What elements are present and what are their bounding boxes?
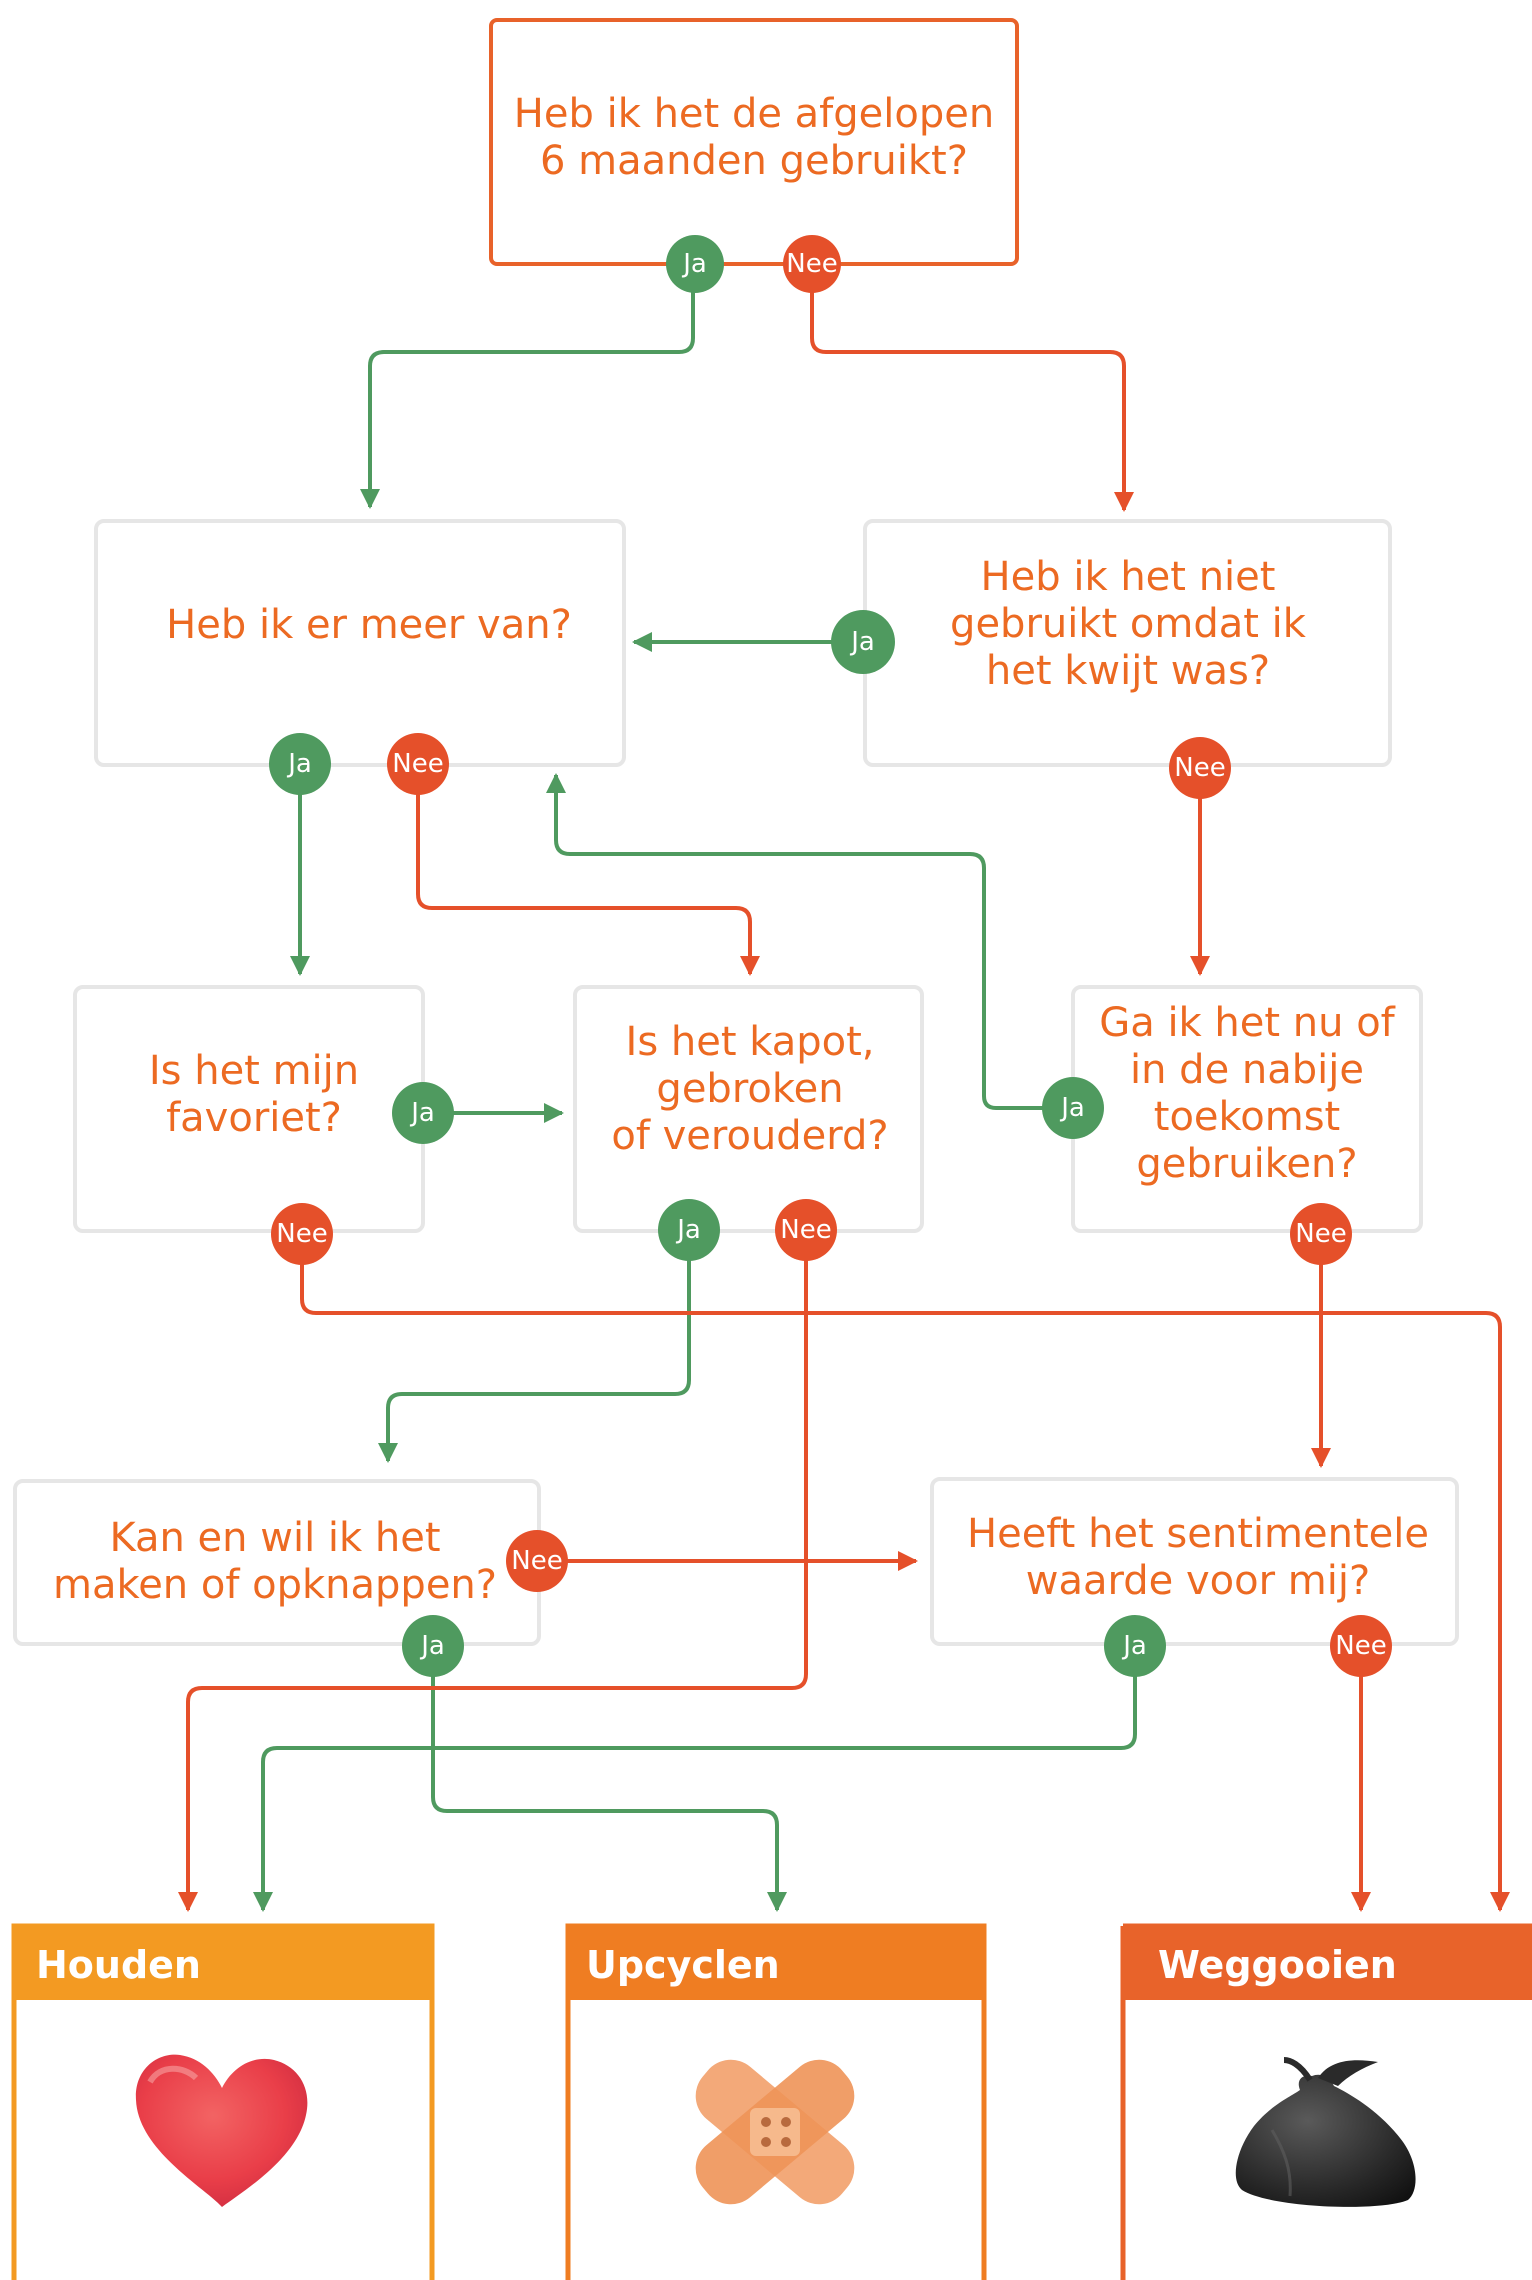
svg-text:Nee: Nee	[1174, 753, 1225, 783]
badge-q4-nee: Nee	[271, 1203, 333, 1265]
badge-q4-ja: Ja	[392, 1082, 454, 1144]
svg-text:Nee: Nee	[276, 1219, 327, 1249]
question-line: het kwijt was?	[986, 648, 1270, 694]
badge-q3-nee: Nee	[1169, 737, 1231, 799]
svg-text:Nee: Nee	[786, 249, 837, 279]
svg-text:Nee: Nee	[511, 1546, 562, 1576]
svg-text:Ja: Ja	[675, 1215, 701, 1245]
question-line: Ga ik het nu of	[1099, 1000, 1395, 1046]
badge-q8-ja: Ja	[1104, 1615, 1166, 1677]
question-line: in de nabije	[1130, 1047, 1364, 1093]
question-line: Heb ik het niet	[981, 554, 1276, 600]
badge-q5-nee: Nee	[775, 1199, 837, 1261]
connector-q7-ja	[431, 1644, 787, 1912]
outcome-weggooien: Weggooien	[1120, 1923, 1532, 2280]
heart-icon	[135, 2054, 308, 2207]
svg-text:Ja: Ja	[1059, 1093, 1085, 1123]
bandage-icon	[695, 2059, 855, 2205]
svg-text:Nee: Nee	[780, 1215, 831, 1245]
question-line: Heb ik er meer van?	[166, 602, 572, 648]
connector-q4-nee	[300, 1234, 1510, 1912]
question-line: of verouderd?	[611, 1113, 888, 1159]
svg-text:Ja: Ja	[286, 749, 312, 779]
question-line: gebroken	[656, 1066, 843, 1112]
badge-q7-nee: Nee	[506, 1530, 568, 1592]
question-line: Kan en wil ik het	[109, 1515, 440, 1561]
trash-bag-icon	[1235, 2057, 1416, 2207]
badge-q2-nee: Nee	[387, 733, 449, 795]
badge-q7-ja: Ja	[402, 1615, 464, 1677]
question-q2: Heb ik er meer van?	[166, 602, 572, 648]
question-line: Is het mijn	[149, 1048, 359, 1094]
question-line: toekomst	[1154, 1094, 1340, 1140]
svg-text:Ja: Ja	[409, 1098, 435, 1128]
question-line: Heb ik het de afgelopen	[514, 91, 994, 137]
connector-q5-ja	[378, 1228, 691, 1463]
connector-q6-ja	[546, 773, 1045, 1110]
svg-text:Ja: Ja	[1121, 1631, 1147, 1661]
question-line: Heeft het sentimentele	[967, 1511, 1429, 1557]
connector-q1-nee	[810, 263, 1134, 512]
outcome-title-houden: Houden	[36, 1943, 201, 1987]
badge-q1-ja: Ja	[666, 235, 724, 293]
question-line: gebruikt omdat ik	[950, 601, 1307, 647]
svg-text:Nee: Nee	[392, 749, 443, 779]
outcome-upcyclen: Upcyclen	[565, 1923, 987, 2280]
svg-text:Ja: Ja	[681, 249, 707, 279]
svg-text:Ja: Ja	[849, 627, 875, 657]
svg-text:Ja: Ja	[419, 1631, 445, 1661]
outcome-title-weggooien: Weggooien	[1158, 1943, 1397, 1987]
question-box-q2: Heb ik er meer van?	[94, 519, 626, 767]
outcome-title-upcyclen: Upcyclen	[586, 1943, 780, 1987]
badge-q3-ja: Ja	[831, 610, 895, 674]
badge-q2-ja: Ja	[269, 733, 331, 795]
question-line: waarde voor mij?	[1026, 1558, 1370, 1604]
outcome-houden: Houden	[11, 1923, 435, 2280]
question-line: gebruiken?	[1136, 1141, 1357, 1187]
badge-q6-ja: Ja	[1042, 1077, 1104, 1139]
connector-q1-ja	[360, 263, 695, 509]
svg-text:Nee: Nee	[1295, 1219, 1346, 1249]
connector-q8-ja	[253, 1646, 1137, 1912]
question-line: maken of opknappen?	[53, 1562, 497, 1608]
question-line: favoriet?	[166, 1095, 342, 1141]
badge-q5-ja: Ja	[658, 1199, 720, 1261]
connector-q2-nee	[416, 763, 760, 976]
badge-q8-nee: Nee	[1330, 1615, 1392, 1677]
question-line: 6 maanden gebruikt?	[540, 138, 968, 184]
badge-q1-nee: Nee	[783, 235, 841, 293]
svg-text:Nee: Nee	[1335, 1631, 1386, 1661]
question-line: Is het kapot,	[626, 1019, 875, 1065]
connector-q5-nee	[178, 1228, 808, 1912]
badge-q6-nee: Nee	[1290, 1203, 1352, 1265]
